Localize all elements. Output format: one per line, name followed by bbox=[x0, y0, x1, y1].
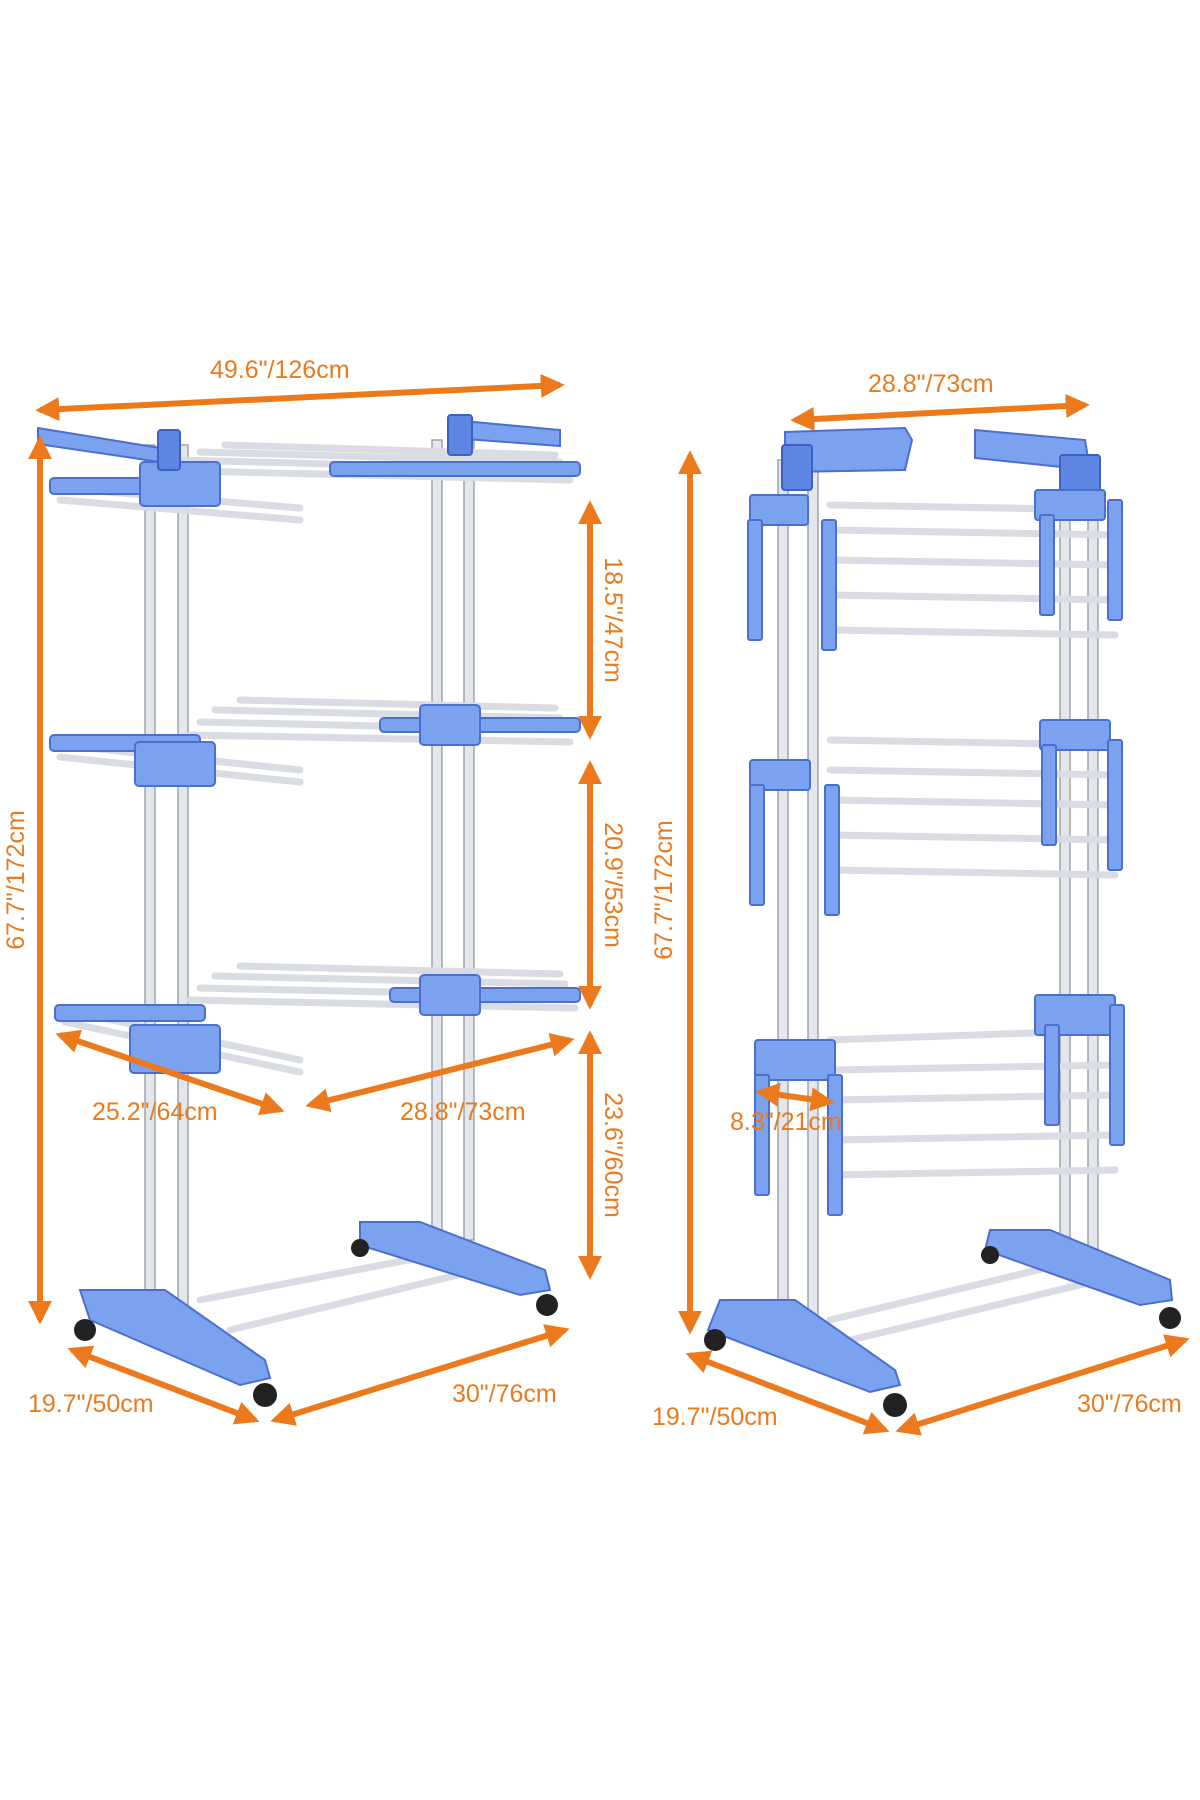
label-base-depth: 19.7"/50cm bbox=[28, 1390, 154, 1418]
right-rack-illustration bbox=[704, 426, 1181, 1417]
left-dimension-lines bbox=[27, 373, 602, 1426]
wheel-icon bbox=[74, 1319, 96, 1341]
label-folded-depth: 8.3"/21cm bbox=[730, 1108, 842, 1136]
arrow-right-base-width bbox=[895, 1334, 1190, 1436]
wheel-icon bbox=[883, 1393, 907, 1417]
wheel-icon bbox=[536, 1294, 558, 1316]
arrow-top-width bbox=[35, 373, 565, 422]
left-dimension-labels: 49.6"/126cm 67.7"/172cm 18.5"/47cm 20.9"… bbox=[2, 356, 627, 1418]
wheel-icon bbox=[981, 1246, 999, 1264]
right-dimension-labels: 28.8"/73cm 67.7"/172cm 8.3"/21cm 19.7"/5… bbox=[650, 370, 1182, 1431]
label-top-width: 49.6"/126cm bbox=[210, 356, 350, 384]
arrow-shelf-width bbox=[305, 1033, 575, 1112]
label-right-height: 67.7"/172cm bbox=[650, 820, 678, 960]
label-right-top-width: 28.8"/73cm bbox=[868, 370, 994, 398]
right-tier-middle bbox=[749, 719, 1124, 916]
label-shelf-width: 28.8"/73cm bbox=[400, 1098, 526, 1126]
label-tier-gap-2: 20.9"/53cm bbox=[599, 822, 627, 948]
arrow-right-top-width bbox=[790, 394, 1090, 431]
right-hanger-right bbox=[974, 428, 1101, 501]
right-tier-top bbox=[747, 489, 1124, 651]
left-hanger-right bbox=[447, 414, 561, 456]
label-tier-gap-3: 23.6"/60cm bbox=[599, 1092, 627, 1218]
label-base-width: 30"/76cm bbox=[452, 1380, 557, 1408]
arrow-base-depth bbox=[67, 1345, 260, 1425]
right-dimension-lines bbox=[678, 394, 1190, 1436]
left-rack-illustration bbox=[37, 414, 581, 1407]
wheel-icon bbox=[704, 1329, 726, 1351]
label-right-base-width: 30"/76cm bbox=[1077, 1390, 1182, 1418]
arrow-right-base-depth bbox=[685, 1350, 890, 1435]
left-shelf-top bbox=[49, 441, 581, 524]
right-tier-bottom bbox=[754, 994, 1125, 1216]
wheel-icon bbox=[1159, 1307, 1181, 1329]
left-hanger-left bbox=[37, 426, 181, 471]
wheel-icon bbox=[351, 1239, 369, 1257]
label-tier-gap-1: 18.5"/47cm bbox=[599, 557, 627, 683]
arrow-folded-depth bbox=[755, 1082, 835, 1112]
label-height: 67.7"/172cm bbox=[2, 810, 30, 950]
wheel-icon bbox=[253, 1383, 277, 1407]
arrow-wing-depth bbox=[55, 1029, 285, 1116]
left-shelf-middle bbox=[49, 696, 581, 787]
arrow-base-width bbox=[270, 1324, 570, 1426]
right-hanger-left bbox=[781, 426, 914, 491]
label-wing-depth: 25.2"/64cm bbox=[92, 1098, 218, 1126]
label-right-base-depth: 19.7"/50cm bbox=[652, 1403, 778, 1431]
